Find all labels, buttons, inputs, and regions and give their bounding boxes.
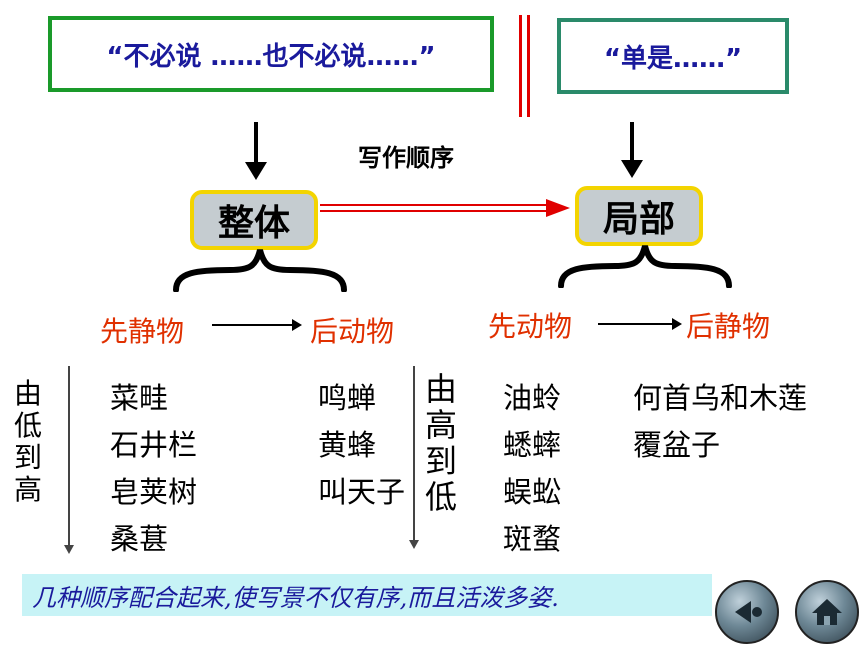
- summary-text: 几种顺序配合起来,使写景不仅有序,而且活泼多姿.: [32, 583, 559, 612]
- vlabel-char: 由: [14, 377, 43, 410]
- vlabel-char: 低: [425, 478, 458, 516]
- brace-left-icon: [173, 249, 347, 292]
- quote-box-right: “单是……”: [557, 18, 789, 94]
- list-item: 鸣蝉: [318, 381, 377, 415]
- part-tag: 局部: [575, 186, 703, 246]
- quote-right-text: “单是……”: [603, 43, 743, 74]
- whole-to-part-arrow-icon: [320, 199, 570, 217]
- list-item: 何首乌和木莲: [633, 381, 808, 415]
- red-divider-line-2: [527, 15, 530, 117]
- back-play-icon: [735, 601, 762, 623]
- writing-order-label: 写作顺序: [358, 144, 454, 172]
- down-thin-arrow-icon: [64, 366, 74, 554]
- list-item: 皂荚树: [110, 475, 198, 509]
- label-high-to-low: 由 高 到 低: [425, 371, 457, 515]
- vlabel-char: 由: [425, 370, 458, 408]
- right-arrow-icon: [212, 319, 302, 331]
- home-button[interactable]: [795, 580, 859, 644]
- summary-banner: 几种顺序配合起来,使写景不仅有序,而且活泼多姿.: [22, 574, 712, 616]
- vlabel-char: 低: [14, 409, 43, 442]
- column-insects: 油蛉 蟋蟀 蜈蚣 斑蝥: [503, 375, 561, 563]
- whole-tag-text: 整体: [217, 203, 290, 244]
- phrase-first-static: 先静物: [100, 315, 185, 348]
- red-divider-line-1: [519, 15, 522, 117]
- list-item: 油蛉: [503, 381, 562, 415]
- list-item: 斑蝥: [503, 522, 562, 556]
- list-item: 菜畦: [110, 381, 169, 415]
- list-item: 蜈蚣: [503, 475, 562, 509]
- part-tag-text: 局部: [602, 199, 675, 240]
- vlabel-char: 高: [14, 473, 43, 506]
- phrase-first-moving: 先动物: [488, 310, 573, 343]
- quote-box-left: “不必说 ……也不必说……”: [48, 16, 494, 92]
- column-animals: 鸣蝉 黄蜂 叫天子: [318, 375, 405, 516]
- list-item: 黄蜂: [318, 428, 377, 462]
- vlabel-char: 到: [14, 441, 43, 474]
- down-arrow-left-icon: [245, 122, 267, 180]
- down-thin-arrow-icon: [409, 366, 419, 549]
- brace-right-icon: [558, 245, 732, 288]
- phrase-then-moving: 后动物: [310, 315, 395, 348]
- list-item: 蟋蟀: [503, 428, 562, 462]
- list-item: 石井栏: [110, 428, 198, 462]
- back-button[interactable]: [715, 580, 779, 644]
- vlabel-char: 高: [425, 406, 458, 444]
- phrase-then-static: 后静物: [686, 310, 771, 343]
- column-plants-low-high: 菜畦 石井栏 皂荚树 桑葚: [110, 375, 197, 563]
- quote-left-text: “不必说 ……也不必说……”: [106, 41, 436, 72]
- right-arrow-icon: [598, 318, 682, 330]
- down-arrow-right-icon: [621, 122, 643, 178]
- home-icon: [812, 599, 842, 625]
- list-item: 叫天子: [318, 475, 406, 509]
- list-item: 覆盆子: [633, 428, 721, 462]
- list-item: 桑葚: [110, 522, 169, 556]
- whole-tag: 整体: [190, 190, 318, 250]
- vlabel-char: 到: [425, 442, 458, 480]
- label-low-to-high: 由 低 到 高: [14, 378, 42, 506]
- column-plants-high-low: 何首乌和木莲 覆盆子: [633, 375, 807, 469]
